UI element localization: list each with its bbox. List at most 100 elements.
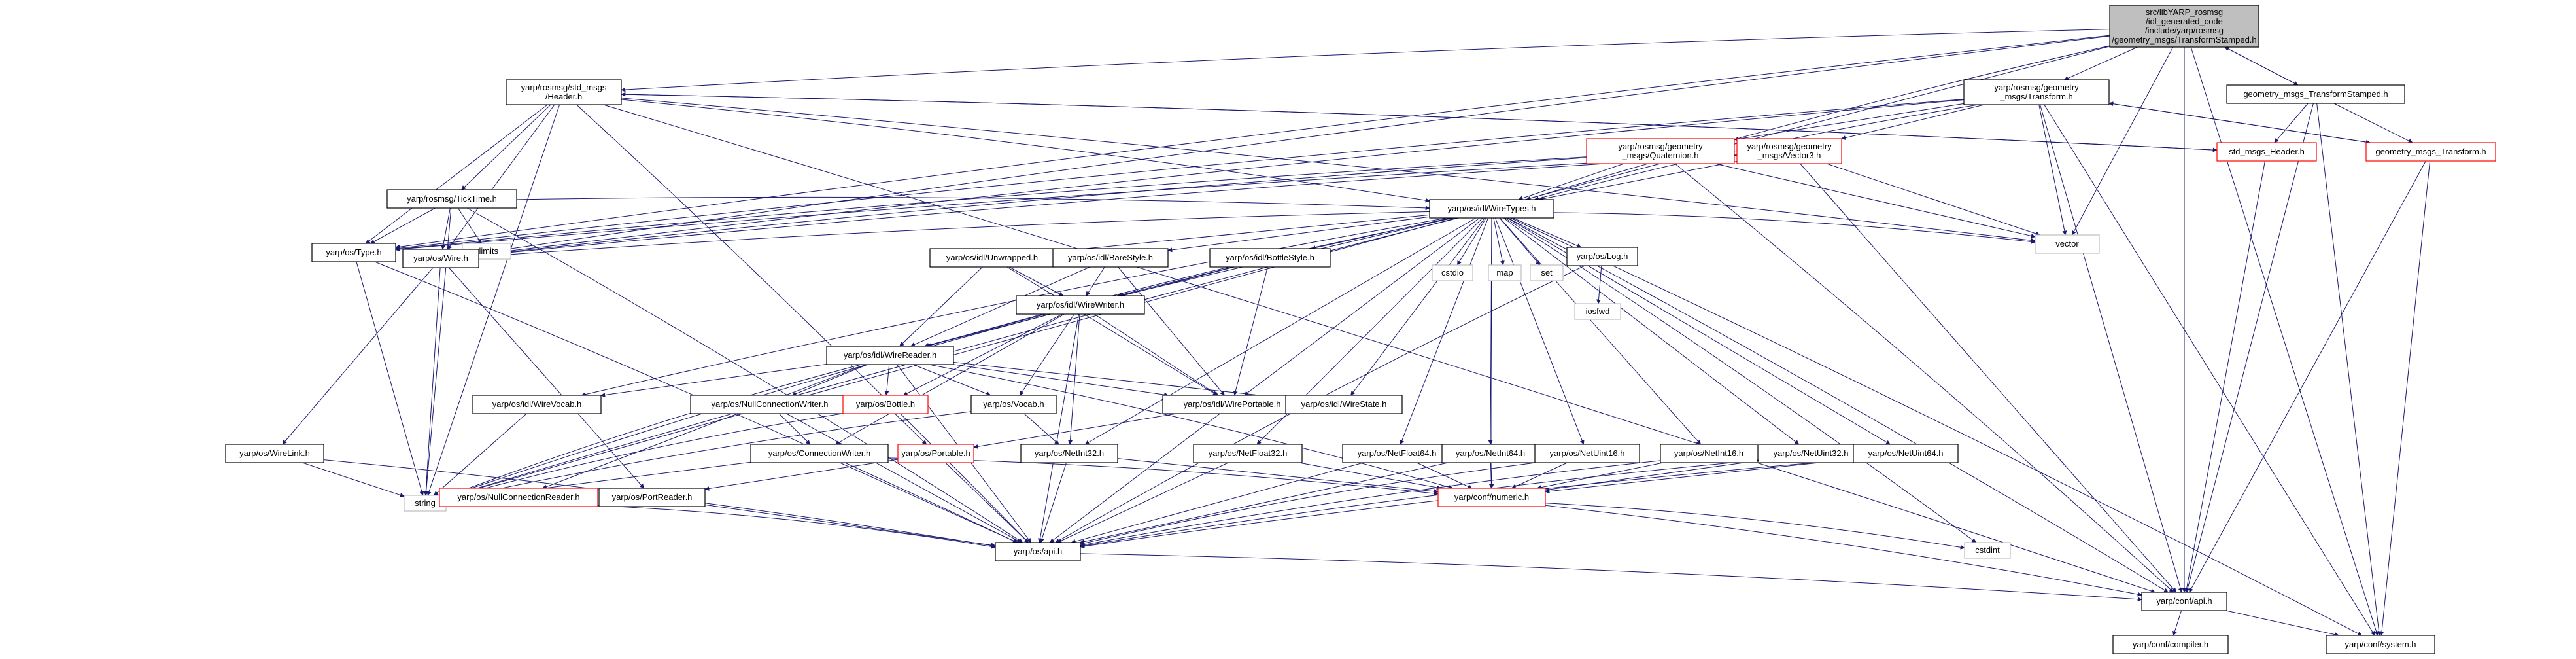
node-wirereader[interactable]: yarp/os/idl/WireReader.h	[826, 346, 954, 365]
edge-quaternion-to-type	[395, 156, 1587, 251]
node-tstamped[interactable]: geometry_msgs_TransformStamped.h	[2226, 84, 2405, 104]
node-box	[842, 395, 929, 414]
edge-transform-to-confapi	[2040, 104, 2183, 593]
node-box	[598, 488, 706, 507]
node-wirelink[interactable]: yarp/os/WireLink.h	[225, 444, 324, 463]
node-netuint64[interactable]: yarp/os/NetUint64.h	[1853, 444, 1959, 463]
node-label: yarp/os/idl/WireState.h	[1301, 399, 1387, 409]
node-bottlestyle[interactable]: yarp/os/idl/BottleStyle.h	[1209, 248, 1331, 268]
edge-quaternion-to-vector	[1715, 163, 2036, 238]
node-netfloat32[interactable]: yarp/os/NetFloat32.h	[1193, 444, 1303, 463]
node-nullconnreader[interactable]: yarp/os/NullConnectionReader.h	[439, 488, 598, 507]
node-iosfwd[interactable]: iosfwd	[1574, 303, 1621, 320]
node-label: yarp/os/idl/WireWriter.h	[1037, 300, 1124, 310]
edge-netint64-to-osapi	[1079, 462, 1449, 544]
node-netint16[interactable]: yarp/os/NetInt16.h	[1660, 444, 1758, 463]
node-label: set	[1541, 268, 1553, 277]
node-wirevocab[interactable]: yarp/os/idl/WireVocab.h	[472, 395, 602, 414]
edge-nullconnreader-to-osapi	[597, 505, 996, 549]
edge-stdheader-to-wiretypes	[621, 99, 1430, 203]
edge-wire-to-wirelink	[282, 267, 434, 445]
node-label: yarp/os/ConnectionWriter.h	[768, 448, 871, 458]
edge-wiretypes-to-unwrapped	[1054, 214, 1430, 254]
node-osapi[interactable]: yarp/os/api.h	[995, 542, 1081, 561]
node-system[interactable]: yarp/conf/system.h	[2326, 635, 2435, 654]
edge-wiretypes-to-netuint32	[1503, 217, 1800, 445]
node-portable[interactable]: yarp/os/Portable.h	[897, 444, 974, 463]
node-set[interactable]: set	[1530, 264, 1564, 281]
node-stdheader[interactable]: yarp/rosmsg/std_msgs/Header.h	[506, 79, 622, 105]
node-label: yarp/os/idl/WirePortable.h	[1184, 399, 1281, 409]
node-transform[interactable]: yarp/rosmsg/geometry_msgs/Transform.h	[1963, 79, 2110, 105]
node-confapi[interactable]: yarp/conf/api.h	[2141, 592, 2227, 611]
node-box	[2141, 592, 2227, 611]
node-label: yarp/os/NetUint64.h	[1868, 448, 1944, 458]
node-root[interactable]: src/libYARP_rosmsg/idl_generated_code/in…	[2109, 5, 2259, 48]
node-netuint32[interactable]: yarp/os/NetUint32.h	[1758, 444, 1864, 463]
edge-netfloat64-to-osapi	[1071, 462, 1364, 544]
node-netuint16[interactable]: yarp/os/NetUint16.h	[1534, 444, 1640, 463]
node-wire[interactable]: yarp/os/Wire.h	[402, 249, 479, 268]
node-stdmsgsheader[interactable]: std_msgs_Header.h	[2216, 142, 2317, 162]
edge-ticktime-to-wiretypes	[516, 196, 1430, 211]
node-box	[1488, 264, 1522, 281]
node-netint32[interactable]: yarp/os/NetInt32.h	[1020, 444, 1118, 463]
node-type[interactable]: yarp/os/Type.h	[311, 243, 396, 262]
node-label: /Header.h	[545, 92, 582, 101]
node-cstdint[interactable]: cstdint	[1964, 542, 2011, 559]
node-wiretypes[interactable]: yarp/os/idl/WireTypes.h	[1429, 199, 1554, 219]
edge-root-to-wire	[478, 35, 2110, 255]
node-label: iosfwd	[1586, 306, 1610, 316]
node-quaternion[interactable]: yarp/rosmsg/geometry_msgs/Quaternion.h	[1586, 138, 1735, 164]
node-bottle[interactable]: yarp/os/Bottle.h	[842, 395, 929, 414]
edge-transform-to-vector3	[1841, 104, 1985, 140]
node-box	[690, 395, 850, 414]
node-barestyle[interactable]: yarp/os/idl/BareStyle.h	[1052, 248, 1169, 268]
edge-stdheader-to-string	[426, 104, 560, 496]
node-box	[439, 488, 598, 507]
node-unwrapped[interactable]: yarp/os/idl/Unwrapped.h	[929, 248, 1055, 268]
node-vector3[interactable]: yarp/rosmsg/geometry_msgs/Vector3.h	[1736, 138, 1842, 164]
dependency-edges	[282, 29, 2431, 637]
node-netfloat64[interactable]: yarp/os/NetFloat64.h	[1342, 444, 1452, 463]
node-log[interactable]: yarp/os/Log.h	[1566, 247, 1638, 266]
node-portreader[interactable]: yarp/os/PortReader.h	[598, 488, 706, 507]
node-label: yarp/os/NullConnectionWriter.h	[712, 399, 829, 409]
edge-bottlestyle-to-wirewriter	[1116, 266, 1233, 297]
edge-netuint32-to-numeric	[1545, 460, 1759, 492]
node-map[interactable]: map	[1488, 264, 1522, 281]
node-label: yarp/conf/system.h	[2344, 639, 2416, 649]
node-connwriter[interactable]: yarp/os/ConnectionWriter.h	[750, 444, 889, 463]
node-label: geometry_msgs_Transform.h	[2375, 147, 2486, 156]
edge-wiretypes-to-bottlestyle	[1311, 217, 1451, 251]
node-wirestate[interactable]: yarp/os/idl/WireState.h	[1285, 395, 1403, 414]
node-cstdio[interactable]: cstdio	[1432, 264, 1473, 281]
node-vector[interactable]: vector	[2035, 234, 2100, 254]
node-wirewriter[interactable]: yarp/os/idl/WireWriter.h	[1016, 295, 1145, 315]
node-label: yarp/os/NetUint32.h	[1774, 448, 1849, 458]
node-compiler[interactable]: yarp/conf/compiler.h	[2112, 635, 2229, 654]
node-netint64[interactable]: yarp/os/NetInt64.h	[1441, 444, 1539, 463]
edge-bottle-to-string	[445, 413, 844, 500]
edge-tstamped-to-system	[2316, 103, 2382, 636]
edge-numeric-to-cstdint	[1545, 503, 1965, 550]
node-box	[225, 444, 324, 463]
node-label: geometry_msgs_TransformStamped.h	[2243, 89, 2388, 99]
node-label: yarp/os/NetInt32.h	[1035, 448, 1104, 458]
edge-wirereader-to-nullconnreader	[541, 364, 867, 490]
node-label: yarp/os/idl/WireVocab.h	[492, 399, 582, 409]
node-ticktime[interactable]: yarp/rosmsg/TickTime.h	[386, 189, 517, 209]
edge-netuint32-to-osapi	[1080, 459, 1759, 548]
edge-type-to-string	[356, 261, 424, 496]
node-box	[2035, 234, 2100, 254]
node-nullconnwriter[interactable]: yarp/os/NullConnectionWriter.h	[690, 395, 850, 414]
node-label: yarp/conf/compiler.h	[2133, 639, 2208, 649]
node-gmtransform[interactable]: geometry_msgs_Transform.h	[2365, 142, 2496, 162]
node-label: cstdio	[1441, 268, 1464, 277]
node-wireportable[interactable]: yarp/os/idl/WirePortable.h	[1162, 395, 1302, 414]
edge-wirereader-to-string	[445, 364, 862, 497]
node-vocab[interactable]: yarp/os/Vocab.h	[970, 395, 1057, 414]
node-box	[2365, 142, 2496, 162]
node-numeric[interactable]: yarp/conf/numeric.h	[1437, 488, 1546, 507]
